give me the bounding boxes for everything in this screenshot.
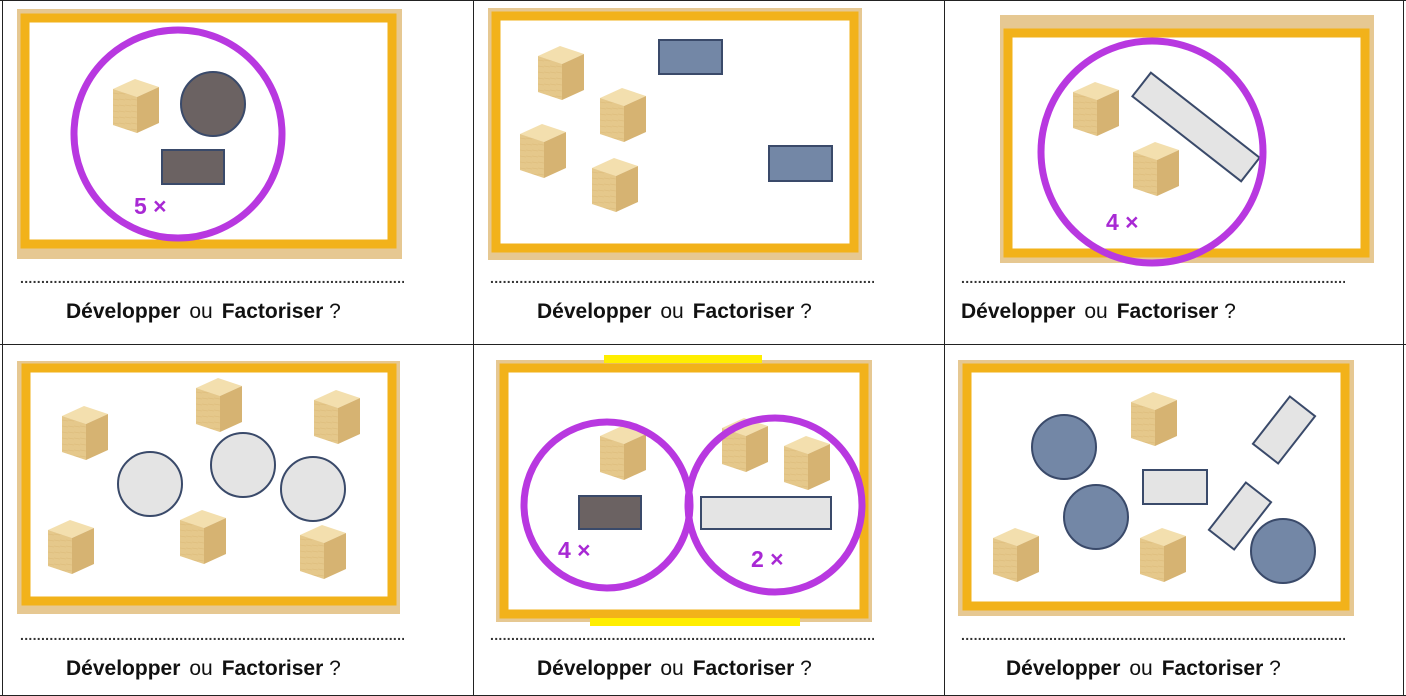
grouping-circle bbox=[684, 414, 866, 596]
light-rectangle bbox=[700, 496, 832, 530]
develop-or-factor-question: Développer ou Factoriser ? bbox=[66, 657, 341, 681]
wood-cube bbox=[1133, 142, 1179, 196]
multiplier-label: 4 × bbox=[1106, 209, 1139, 235]
or-word: ou bbox=[189, 300, 213, 323]
wood-cube bbox=[600, 426, 646, 480]
question-mark: ? bbox=[800, 657, 812, 680]
factor-option[interactable]: Factoriser bbox=[221, 300, 324, 323]
light-rectangle bbox=[1251, 395, 1317, 465]
develop-option[interactable]: Développer bbox=[537, 300, 652, 323]
develop-option[interactable]: Développer bbox=[961, 300, 1076, 323]
factor-option[interactable]: Factoriser bbox=[692, 657, 795, 680]
question-mark: ? bbox=[1269, 657, 1281, 680]
dark-rectangle bbox=[161, 149, 225, 185]
wood-cube bbox=[592, 158, 638, 212]
wood-cube bbox=[180, 510, 226, 564]
or-word: ou bbox=[1084, 300, 1108, 323]
answer-line[interactable]: ........................................… bbox=[961, 627, 1345, 643]
answer-line[interactable]: ........................................… bbox=[961, 270, 1345, 286]
wood-cube bbox=[1140, 528, 1186, 582]
wood-cube bbox=[1131, 392, 1177, 446]
card-3-frame bbox=[1000, 15, 1374, 263]
develop-or-factor-question: Développer ou Factoriser ? bbox=[961, 300, 1236, 324]
or-word: ou bbox=[660, 657, 684, 680]
question-mark: ? bbox=[1224, 300, 1236, 323]
question-mark: ? bbox=[800, 300, 812, 323]
develop-or-factor-question: Développer ou Factoriser ? bbox=[66, 300, 341, 324]
wood-cube bbox=[538, 46, 584, 100]
develop-option[interactable]: Développer bbox=[66, 657, 181, 680]
or-word: ou bbox=[1129, 657, 1153, 680]
blue-rectangle bbox=[658, 39, 723, 75]
answer-line[interactable]: ........................................… bbox=[20, 270, 404, 286]
light-rectangle bbox=[1142, 469, 1208, 505]
grouping-circle bbox=[70, 26, 286, 242]
wood-cube bbox=[520, 124, 566, 178]
grid-line bbox=[944, 0, 945, 696]
dark-rectangle bbox=[578, 495, 642, 530]
wood-cube bbox=[314, 390, 360, 444]
wood-cube bbox=[300, 525, 346, 579]
grouping-circle bbox=[1037, 37, 1267, 267]
question-mark: ? bbox=[329, 300, 341, 323]
wood-cube bbox=[62, 406, 108, 460]
light-circle bbox=[117, 451, 183, 517]
grid-line bbox=[2, 0, 3, 696]
blue-circle bbox=[1031, 414, 1097, 480]
wood-cube bbox=[1073, 82, 1119, 136]
light-rectangle bbox=[1130, 71, 1262, 183]
wood-cube bbox=[784, 436, 830, 490]
answer-line[interactable]: ........................................… bbox=[490, 270, 874, 286]
multiplier-label: 5 × bbox=[134, 193, 167, 219]
light-rectangle bbox=[1207, 481, 1273, 551]
wood-cube bbox=[600, 88, 646, 142]
blue-rectangle bbox=[768, 145, 833, 182]
factor-option[interactable]: Factoriser bbox=[1161, 657, 1264, 680]
factor-option[interactable]: Factoriser bbox=[1116, 300, 1219, 323]
develop-option[interactable]: Développer bbox=[537, 657, 652, 680]
develop-or-factor-question: Développer ou Factoriser ? bbox=[1006, 657, 1281, 681]
or-word: ou bbox=[189, 657, 213, 680]
light-circle bbox=[210, 432, 276, 498]
multiplier-label: 2 × bbox=[751, 546, 784, 572]
develop-option[interactable]: Développer bbox=[1006, 657, 1121, 680]
wood-cube bbox=[113, 79, 159, 133]
grid-line bbox=[0, 0, 1406, 1]
wood-cube bbox=[993, 528, 1039, 582]
answer-line[interactable]: ........................................… bbox=[490, 627, 874, 643]
wood-cube bbox=[196, 378, 242, 432]
factor-option[interactable]: Factoriser bbox=[221, 657, 324, 680]
light-circle bbox=[280, 456, 346, 522]
grid-line bbox=[1403, 0, 1404, 696]
answer-line[interactable]: ........................................… bbox=[20, 627, 404, 643]
develop-option[interactable]: Développer bbox=[66, 300, 181, 323]
blue-circle bbox=[1063, 484, 1129, 550]
grid-line bbox=[473, 0, 474, 696]
blue-circle bbox=[1250, 518, 1316, 584]
grid-line bbox=[0, 344, 1406, 345]
factor-option[interactable]: Factoriser bbox=[692, 300, 795, 323]
develop-or-factor-question: Développer ou Factoriser ? bbox=[537, 657, 812, 681]
dark-circle bbox=[180, 71, 246, 137]
multiplier-label: 4 × bbox=[558, 537, 591, 563]
highlight-bar bbox=[590, 618, 800, 626]
card-5-frame bbox=[496, 355, 872, 626]
highlight-bar bbox=[604, 355, 762, 363]
wood-cube bbox=[48, 520, 94, 574]
question-mark: ? bbox=[329, 657, 341, 680]
develop-or-factor-question: Développer ou Factoriser ? bbox=[537, 300, 812, 324]
card-2-frame bbox=[488, 8, 862, 260]
or-word: ou bbox=[660, 300, 684, 323]
